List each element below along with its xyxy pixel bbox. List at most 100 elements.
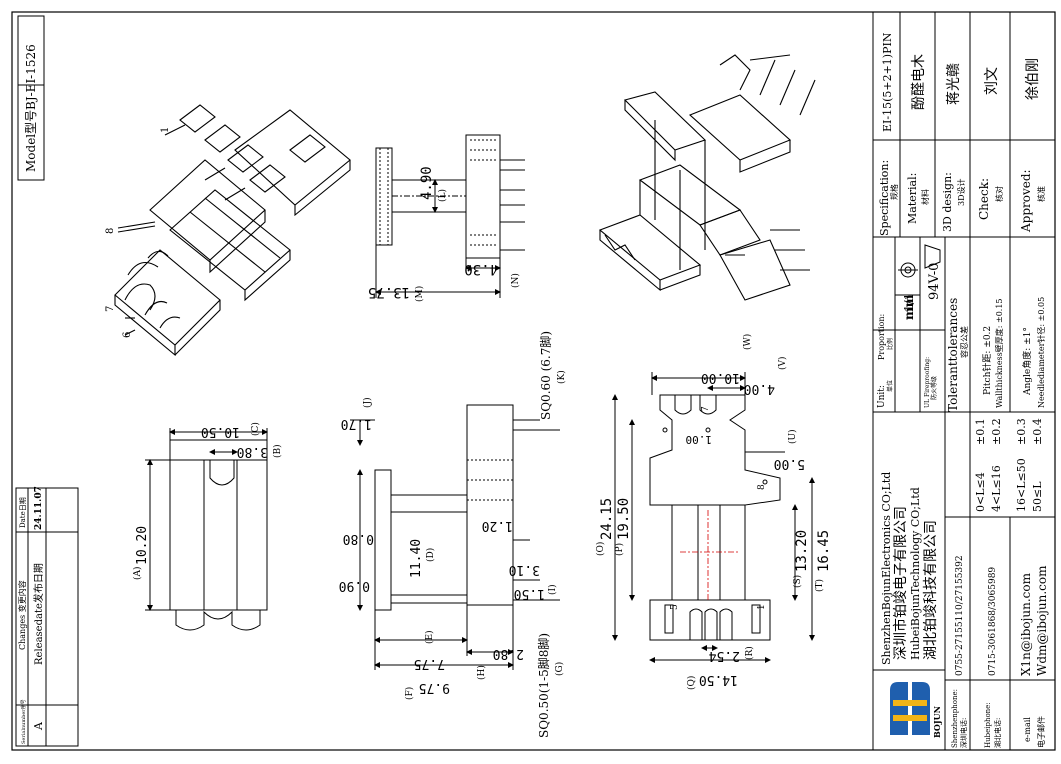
front-view-dims: 13.75 (M) 4.30 (N) 4.90 (L) [368, 166, 521, 302]
dim-a-value: 10.20 [135, 526, 150, 565]
contact-mail-value-1: X1n@ibojun.com [1019, 572, 1033, 676]
dim-q-value: 14.50 [699, 672, 738, 687]
tol-note-1: Wallthickness壁厚度: ±0.15 [994, 298, 1004, 408]
tol-value-1: ±0.2 [990, 418, 1003, 445]
dim-310: 3.10 [509, 562, 540, 577]
dim-m-value: 13.75 [368, 284, 410, 300]
tol-value-2: ±0.3 [1015, 418, 1028, 445]
tol-note-0: Pitch针距: ±0.2 [981, 326, 993, 395]
tol-note-2: Angle角度: ±1° [1021, 327, 1033, 396]
contact-hb-label-cn: 湖北电话: [993, 718, 1002, 748]
logo-text: BOJUN [932, 706, 942, 738]
company-en-2: HubeiBojunTechnology CO;Ltd [909, 487, 922, 660]
dim-c-letter: (C) [250, 422, 261, 436]
tol-note-3: Needlediameter针径: ±0.05 [1036, 297, 1046, 408]
dim-u-letter: (U) [787, 429, 798, 444]
model-value: BJ-EI-1526 [24, 44, 38, 110]
dim-q-letter: (Q) [686, 676, 697, 690]
dim-k-letter: (K) [556, 370, 567, 384]
proportion-value: 1/1 [902, 293, 916, 312]
changes-header-serial: Serialnumber序号 [20, 699, 27, 744]
unit-value: mm [902, 294, 916, 320]
dim-b-value: 3.80 [237, 444, 268, 459]
bottom-pin-1: 1 [757, 604, 767, 610]
dim-e-letter: (E) [424, 630, 435, 644]
dim-h-letter: (H) [476, 665, 487, 680]
title-block [872, 11, 1056, 751]
dim-d-value: 11.40 [409, 539, 424, 578]
bottom-pin-7: 7 [701, 406, 711, 412]
contact-sz-value: 0755-27155110/27155392 [955, 555, 965, 676]
dim-e-value: 7.75 [414, 656, 445, 671]
unit-label-cn: 单位 [886, 380, 894, 392]
ul-label-cn: 防火等级 [930, 376, 938, 400]
changes-row-date: 24.11.07 [34, 486, 44, 530]
tol-value-0: ±0.1 [974, 418, 987, 445]
contact-hb-label: Hubeiphone: [984, 702, 992, 748]
dim-l-letter: (L) [437, 189, 448, 202]
changes-header-changes: Changes 变更内容 [17, 580, 27, 650]
material-value: 酚醛电木 [911, 54, 927, 110]
dim-j-letter: (J) [362, 397, 373, 408]
design-label: 3D design: [941, 172, 954, 232]
dim-m-letter: (M) [414, 286, 425, 302]
spec-label: Specification: [878, 160, 891, 236]
pin-k-spec: SQ0.60 (6.7脚) [538, 331, 553, 420]
dim-120: 1.20 [482, 518, 513, 533]
material-label-cn: 材料 [920, 189, 930, 205]
contact-sz-label: Shenzhenphone: [951, 689, 959, 748]
pin-g-spec: SQ0.50(1-5脚8脚) [536, 633, 551, 738]
check-label-cn: 核对 [994, 186, 1004, 202]
changes-table: Serialnumber序号 Changes 变更内容 Date日期 A Rel… [15, 486, 79, 747]
iso-pin-8: 8 [105, 228, 116, 234]
changes-row-change: Releasedate发布日期 [32, 563, 45, 665]
dim-t-letter: (T) [814, 579, 825, 592]
dim-o-value: 24.15 [599, 498, 615, 540]
title-block-text: Specification: 规格 EI-15(5+2+1)PIN Materi… [877, 32, 1049, 748]
material-label: Material: [906, 173, 919, 224]
check-label: Check: [977, 178, 991, 220]
bojun-logo: BOJUN [885, 680, 942, 740]
spec-value: EI-15(5+2+1)PIN [881, 32, 894, 132]
isometric-view-2 [598, 54, 816, 301]
tol-range-2: 16<L≤50 [1015, 458, 1028, 512]
bottom-view-dims: 10.00 (W) 4.00 (V) 1.00 5.00 (U) 24.15 (… [595, 334, 832, 690]
changes-row-serial: A [32, 721, 45, 731]
dim-c-value: 10.50 [201, 424, 240, 439]
company-en-1: ShenzhenBojunElectronics CO;Ltd [880, 472, 893, 665]
dim-v-letter: (V) [777, 356, 788, 370]
company-cn-2: 湖北铂竣科技有限公司 [923, 520, 939, 660]
isometric-view [114, 104, 351, 357]
dim-u-value: 5.00 [774, 456, 805, 471]
contact-hb-value: 0715-3061868/3065989 [988, 567, 998, 676]
dim-p-letter: (P) [614, 543, 625, 556]
top-view [145, 428, 268, 631]
contact-mail-label: e-mail [1023, 717, 1032, 742]
dim-a-letter: (A) [132, 566, 143, 580]
model-number-box: Model型号 BJ-EI-1526 [17, 15, 45, 181]
contact-sz-label-cn: 深圳电话: [959, 718, 968, 748]
tolerance-title-cn: 容忍公差 [959, 326, 969, 358]
approved-label-cn: 核准 [1036, 186, 1046, 202]
dim-w-value: 10.00 [701, 370, 740, 385]
dim-g-letter: (G) [554, 662, 565, 676]
dim-s-letter: (S) [792, 575, 803, 588]
dim-p-value: 19.50 [616, 498, 632, 540]
dim-h-value: 2.80 [493, 646, 524, 661]
dim-i-letter: (I) [547, 584, 558, 595]
tol-value-3: ±0.4 [1031, 418, 1044, 445]
tol-range-3: 50≤L [1031, 481, 1044, 512]
dim-w-letter: (W) [742, 334, 753, 350]
bottom-view-centerlines [680, 510, 740, 600]
tol-range-0: 0<L≤4 [974, 472, 987, 512]
iso-pin-7: 7 [105, 306, 116, 312]
dim-t-value: 16.45 [816, 530, 832, 572]
check-value: 刘文 [984, 67, 1000, 95]
isometric-pin-labels: 1 8 7 6 [105, 127, 171, 338]
dim-r-value: 2.54 [709, 648, 740, 663]
tolerance-title: Toleranttolerances [946, 298, 960, 412]
dim-100-value: 1.00 [686, 433, 713, 446]
tol-range-1: 4<L≤16 [990, 465, 1003, 512]
dim-f-value: 9.75 [419, 680, 450, 695]
